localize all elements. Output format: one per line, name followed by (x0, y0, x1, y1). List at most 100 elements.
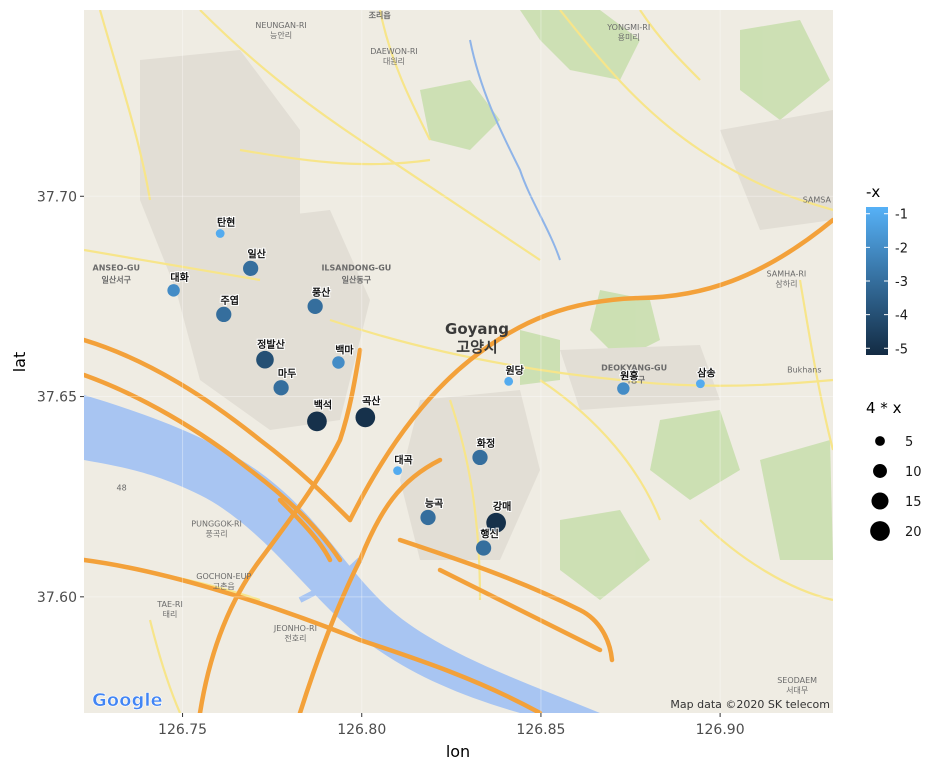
point-label-6: 백마 (335, 343, 354, 356)
size-legend-key-2 (871, 492, 889, 510)
map-label-2: 능안리 (270, 30, 292, 40)
han-river (84, 395, 600, 713)
size-legend: 4 * x 5 10 15 20 (866, 399, 922, 541)
map-label-5: YONGMI-RI (606, 23, 650, 32)
map-label-25: SEODAEM (777, 676, 817, 685)
point-1 (243, 260, 259, 276)
gridlines (84, 10, 833, 713)
point-9 (355, 407, 376, 428)
point-12 (420, 509, 436, 526)
point-8 (307, 411, 327, 432)
map-label-0: 조리읍 (369, 10, 392, 20)
color-legend-title: -x (866, 183, 880, 201)
map-label-20: 고촌읍 (213, 582, 235, 591)
map-label-3: DAEWON-RI (370, 47, 418, 56)
y-tick-label-1: 37.65 (37, 390, 77, 406)
map-minor-roads (84, 10, 833, 713)
map-label-21: TAE-RI (156, 600, 183, 609)
size-legend-key-0 (875, 436, 885, 446)
size-legend-key-3 (870, 521, 890, 541)
point-7 (273, 380, 289, 396)
y-tick-label-0: 37.60 (37, 590, 77, 606)
map-label-22: 태리 (163, 610, 178, 619)
point-5 (256, 350, 274, 369)
colorbar-label-4: -5 (895, 342, 908, 357)
map-label-18: 풍곡리 (206, 530, 228, 539)
map-credit: Map data ©2020 SK telecom (670, 698, 830, 711)
map-major-roads (84, 217, 833, 713)
map-label-23: JEONHO-RI (273, 624, 317, 633)
map-label-19: GOCHON-EUP (196, 572, 251, 581)
point-16 (617, 382, 630, 395)
city-name-en: Goyang (445, 320, 509, 338)
map-label-10: 일산서구 (102, 274, 132, 284)
x-tick-label-0: 126.75 (158, 722, 207, 738)
y-axis: 37.60 37.65 37.70 (37, 189, 84, 606)
size-legend-key-1 (873, 464, 887, 478)
x-tick-label-1: 126.80 (337, 722, 386, 738)
stream-1 (469, 39, 561, 261)
point-17 (696, 379, 705, 389)
point-label-10: 대곡 (394, 453, 412, 466)
point-10 (393, 466, 402, 476)
point-label-8: 백석 (314, 399, 332, 412)
point-label-5: 정발산 (257, 338, 285, 351)
x-axis-title: lon (446, 742, 470, 761)
point-label-0: 탄현 (217, 216, 235, 229)
point-label-13: 강매 (493, 500, 511, 513)
colorbar-label-1: -2 (895, 241, 908, 256)
colorbar-label-2: -3 (895, 275, 908, 290)
map-label-15: Bukhans (787, 366, 821, 375)
data-points (167, 229, 705, 556)
point-label-15: 원당 (505, 364, 524, 377)
size-legend-label-0: 5 (905, 435, 913, 450)
point-14 (475, 540, 492, 556)
map-label-14: 삼하리 (775, 278, 797, 288)
point-label-12: 능곡 (425, 498, 443, 510)
map-label-11: DEOKYANG-GU (601, 364, 667, 373)
map-label-13: SAMHA-RI (767, 269, 807, 278)
map-label-7: ILSANDONG-GU (321, 263, 391, 272)
point-label-4: 풍산 (312, 286, 331, 299)
point-2 (167, 284, 180, 297)
size-legend-label-1: 10 (905, 465, 922, 480)
map-label-27: 48 (117, 484, 127, 493)
map-label-1: NEUNGAN-RI (255, 21, 306, 30)
y-axis-title: lat (10, 352, 29, 373)
size-legend-items: 5 10 15 20 (870, 435, 922, 541)
point-6 (332, 356, 345, 369)
point-3 (216, 306, 232, 323)
point-4 (307, 298, 323, 315)
map-label-12: 덕양구 (623, 375, 646, 385)
colorbar-label-3: -4 (895, 309, 908, 324)
point-label-9: 곡산 (362, 395, 381, 408)
colorbar-ticks: -1-2-3-4-5 (866, 208, 908, 357)
x-tick-label-3: 126.90 (696, 722, 745, 738)
color-legend: -x -1-2-3-4-5 (866, 183, 908, 357)
map-label-6: 용미리 (618, 33, 640, 42)
map-label-4: 대원리 (383, 57, 405, 66)
map-label-17: PUNGGOK-RI (191, 520, 242, 529)
point-label-7: 마두 (278, 367, 296, 380)
y-tick-label-2: 37.70 (37, 189, 77, 205)
map-label-26: 서대무 (786, 686, 808, 695)
point-0 (215, 229, 225, 238)
map-label-9: ANSEO-GU (93, 263, 140, 272)
point-label-2: 대화 (170, 271, 189, 284)
google-logo: Google (92, 690, 163, 712)
point-13 (486, 512, 506, 533)
river-tributary (298, 557, 363, 603)
size-legend-label-3: 20 (905, 525, 922, 540)
point-label-3: 주엽 (221, 294, 239, 307)
size-legend-label-2: 15 (905, 495, 922, 510)
map-label-16: SAMSA (803, 195, 832, 204)
size-legend-title: 4 * x (866, 399, 902, 417)
point-15 (504, 376, 514, 386)
map-label-24: 전호리 (284, 633, 306, 643)
svg-text:Google: Google (92, 690, 163, 711)
point-label-14: 행신 (480, 527, 498, 540)
